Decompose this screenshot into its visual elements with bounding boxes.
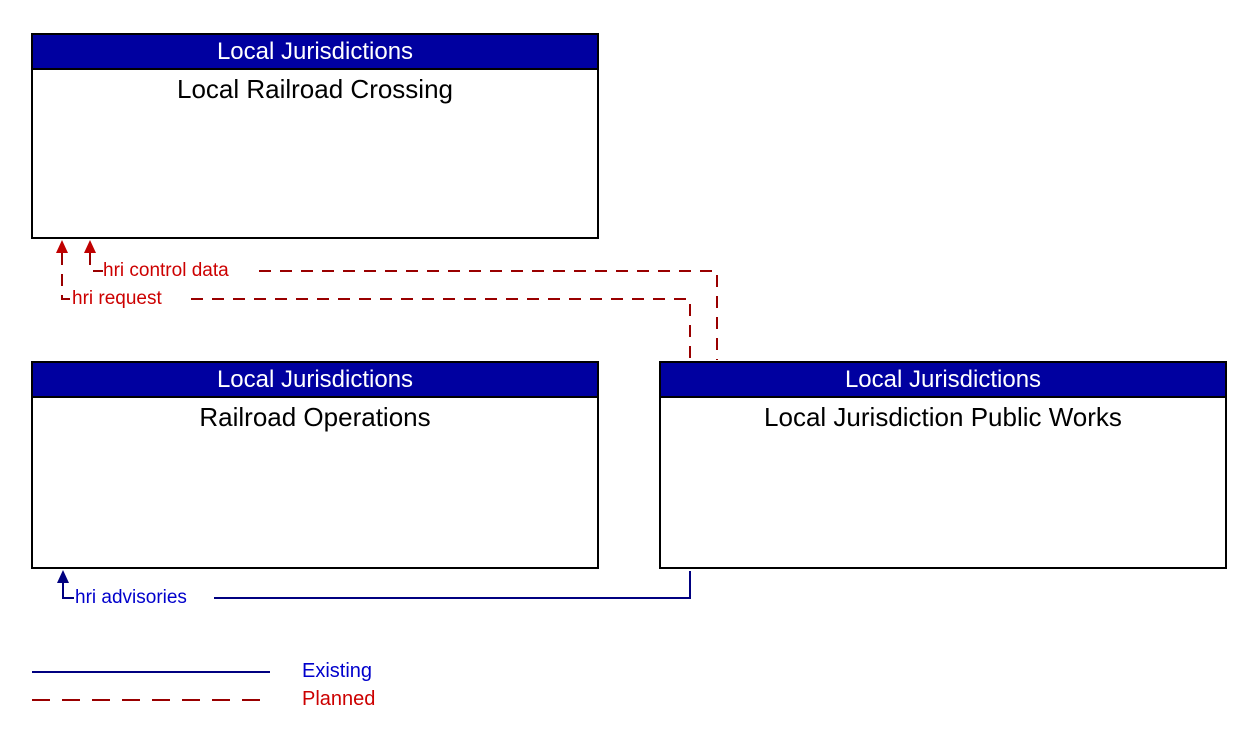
entity-box-local-railroad-crossing: Local Jurisdictions Local Railroad Cross… <box>31 33 599 239</box>
flow-line-hri-request <box>191 298 691 360</box>
arrowhead-up-hri-control-data-icon <box>84 240 96 253</box>
legend-existing-label: Existing <box>302 660 373 682</box>
flow-line-hri-control-data <box>259 270 718 360</box>
arrowhead-up-hri-advisories-icon <box>57 570 69 583</box>
entity-group-label: Local Jurisdictions <box>216 37 414 65</box>
entity-group-label: Local Jurisdictions <box>844 365 1042 393</box>
flow-line-hri-advisories-stem <box>62 583 74 599</box>
arrowhead-up-hri-request-icon <box>56 240 68 253</box>
flow-label-hri-request: hri request <box>72 288 162 309</box>
entity-title: Local Jurisdiction Public Works <box>764 402 1122 432</box>
flow-label-hri-advisories: hri advisories <box>75 587 187 608</box>
entity-group-label: Local Jurisdictions <box>216 365 414 393</box>
entity-group-header: Local Jurisdictions <box>33 35 597 70</box>
entity-box-railroad-operations: Local Jurisdictions Railroad Operations <box>31 361 599 569</box>
entity-title: Local Railroad Crossing <box>176 74 454 104</box>
entity-group-header: Local Jurisdictions <box>661 363 1225 398</box>
entity-box-local-jurisdiction-public-works: Local Jurisdictions Local Jurisdiction P… <box>659 361 1227 569</box>
flow-line-hri-request-stem <box>61 253 72 300</box>
flow-label-hri-control-data: hri control data <box>103 260 229 281</box>
legend-planned-label: Planned <box>302 688 376 710</box>
flow-line-hri-control-data-stem <box>89 253 103 272</box>
flow-line-hri-advisories <box>214 571 691 599</box>
entity-title: Railroad Operations <box>199 402 431 432</box>
entity-group-header: Local Jurisdictions <box>33 363 597 398</box>
